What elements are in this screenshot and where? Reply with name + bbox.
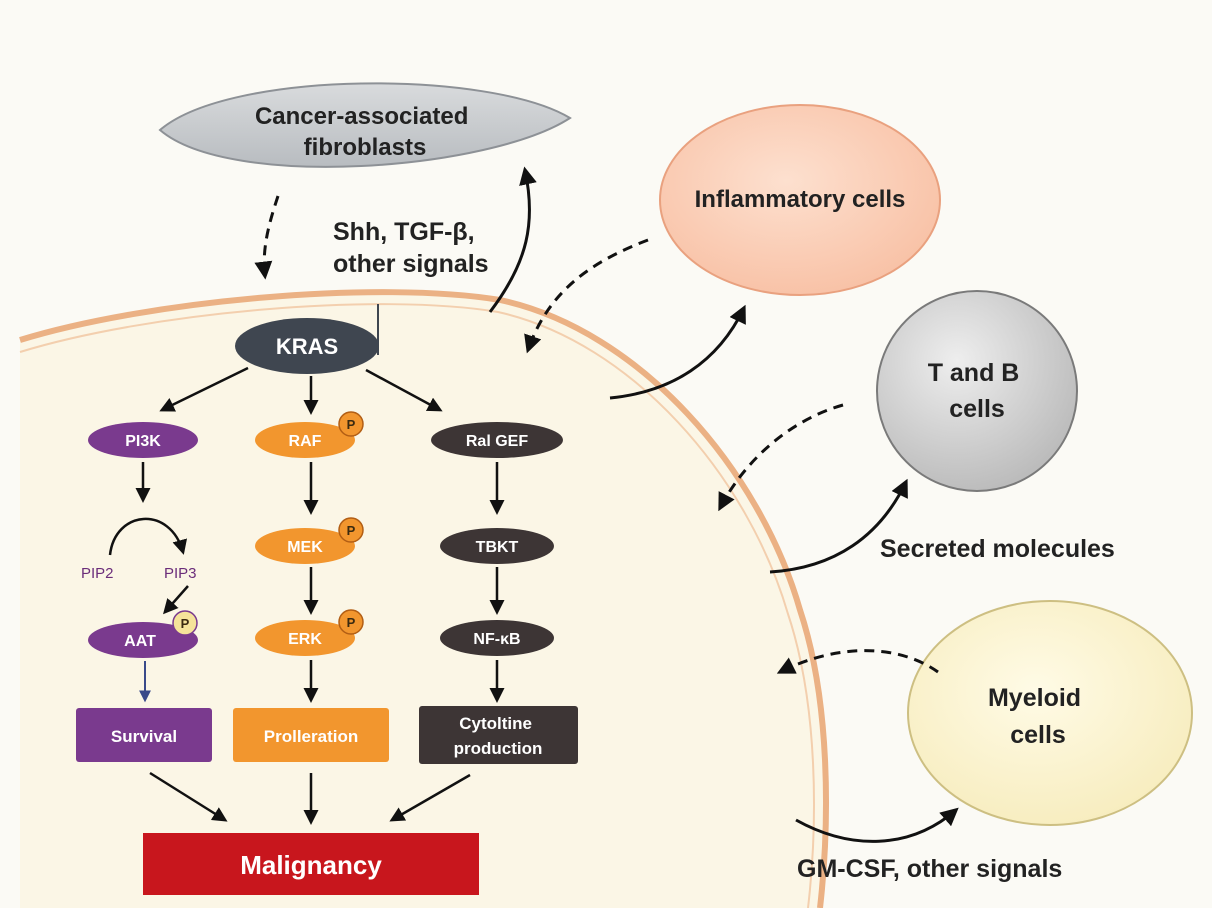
cytokine-to-malignancy-arrow	[389, 773, 471, 822]
secreted-molecules-label: Secreted molecules	[880, 535, 1115, 563]
myeloid-to-cell-arrow	[776, 649, 939, 674]
kras-node	[235, 318, 379, 374]
survival-box	[76, 708, 212, 762]
kras-label: KRAS	[276, 334, 338, 359]
cell-to-caf-arrow	[488, 166, 537, 313]
cell-to-myeloid-arrow	[795, 807, 959, 843]
malignancy-label: Malignancy	[240, 850, 382, 880]
pip2-label: PIP2	[81, 565, 114, 582]
aat-label: AAT	[124, 633, 156, 650]
aat-phospho-label: P	[181, 616, 190, 631]
caf-to-cell-arrow	[254, 195, 280, 280]
fibroblast-label: Cancer-associated fibroblasts	[255, 103, 475, 161]
myeloid-label: Myeloid cells	[988, 684, 1088, 749]
tbkt-node	[440, 528, 554, 564]
raf-phospho-label: P	[347, 417, 356, 432]
cell-to-inflammatory-arrow	[609, 304, 746, 400]
cell-to-tb-arrow	[769, 478, 908, 574]
kras-to-ralgef-arrow	[365, 368, 443, 412]
inflammatory-to-cell-arrow	[524, 238, 649, 354]
inflammatory-label: Inflammatory cells	[695, 186, 906, 213]
raf-label: RAF	[289, 433, 322, 450]
ralgef-label: Ral GEF	[466, 433, 528, 450]
erk-label: ERK	[288, 631, 322, 648]
aat-node	[88, 622, 198, 658]
myeloid-cell	[907, 600, 1193, 826]
proliferation-box	[233, 708, 389, 762]
erk-node	[255, 620, 355, 656]
pip-conversion-arrow	[108, 517, 188, 556]
mek-phospho-badge	[338, 517, 364, 543]
erk-phospho-label: P	[347, 615, 356, 630]
cytokine-label: Cytoltine production	[454, 714, 543, 758]
mek-label: MEK	[287, 539, 323, 556]
mek-node	[255, 528, 355, 564]
tbkt-label: TBKT	[476, 539, 519, 556]
erk-phospho-badge	[338, 609, 364, 635]
raf-phospho-badge	[338, 411, 364, 437]
proliferation-label: Prolleration	[264, 727, 358, 746]
gmcsf-label: GM-CSF, other signals	[797, 855, 1062, 883]
nfkb-label: NF-κB	[473, 631, 520, 648]
tb-to-cell-arrow	[718, 403, 844, 512]
nfkb-node	[440, 620, 554, 656]
mek-phospho-label: P	[347, 523, 356, 538]
aat-phospho-badge	[172, 610, 198, 636]
cell-membrane	[19, 289, 829, 908]
cytokine-box	[419, 706, 578, 764]
inflammatory-cell	[659, 104, 941, 296]
survival-label: Survival	[111, 727, 177, 746]
pi3k-label: PI3K	[125, 433, 161, 450]
t-b-cell	[876, 290, 1078, 492]
kras-to-pi3k-arrow	[159, 366, 249, 412]
raf-node	[255, 422, 355, 458]
malignancy-box	[143, 833, 479, 895]
ralgef-node	[431, 422, 563, 458]
fibroblast-shape	[158, 82, 572, 168]
survival-to-malignancy-arrow	[149, 771, 228, 822]
cell-membrane-inner	[19, 303, 815, 908]
pip3-label: PIP3	[164, 565, 197, 582]
pip3-to-aat-arrow	[163, 585, 189, 615]
t-b-label: T and B cells	[928, 359, 1027, 423]
shh-signals-label: Shh, TGF-β, other signals	[333, 218, 489, 278]
pi3k-node	[88, 422, 198, 458]
tumor-cell-body	[20, 292, 826, 908]
